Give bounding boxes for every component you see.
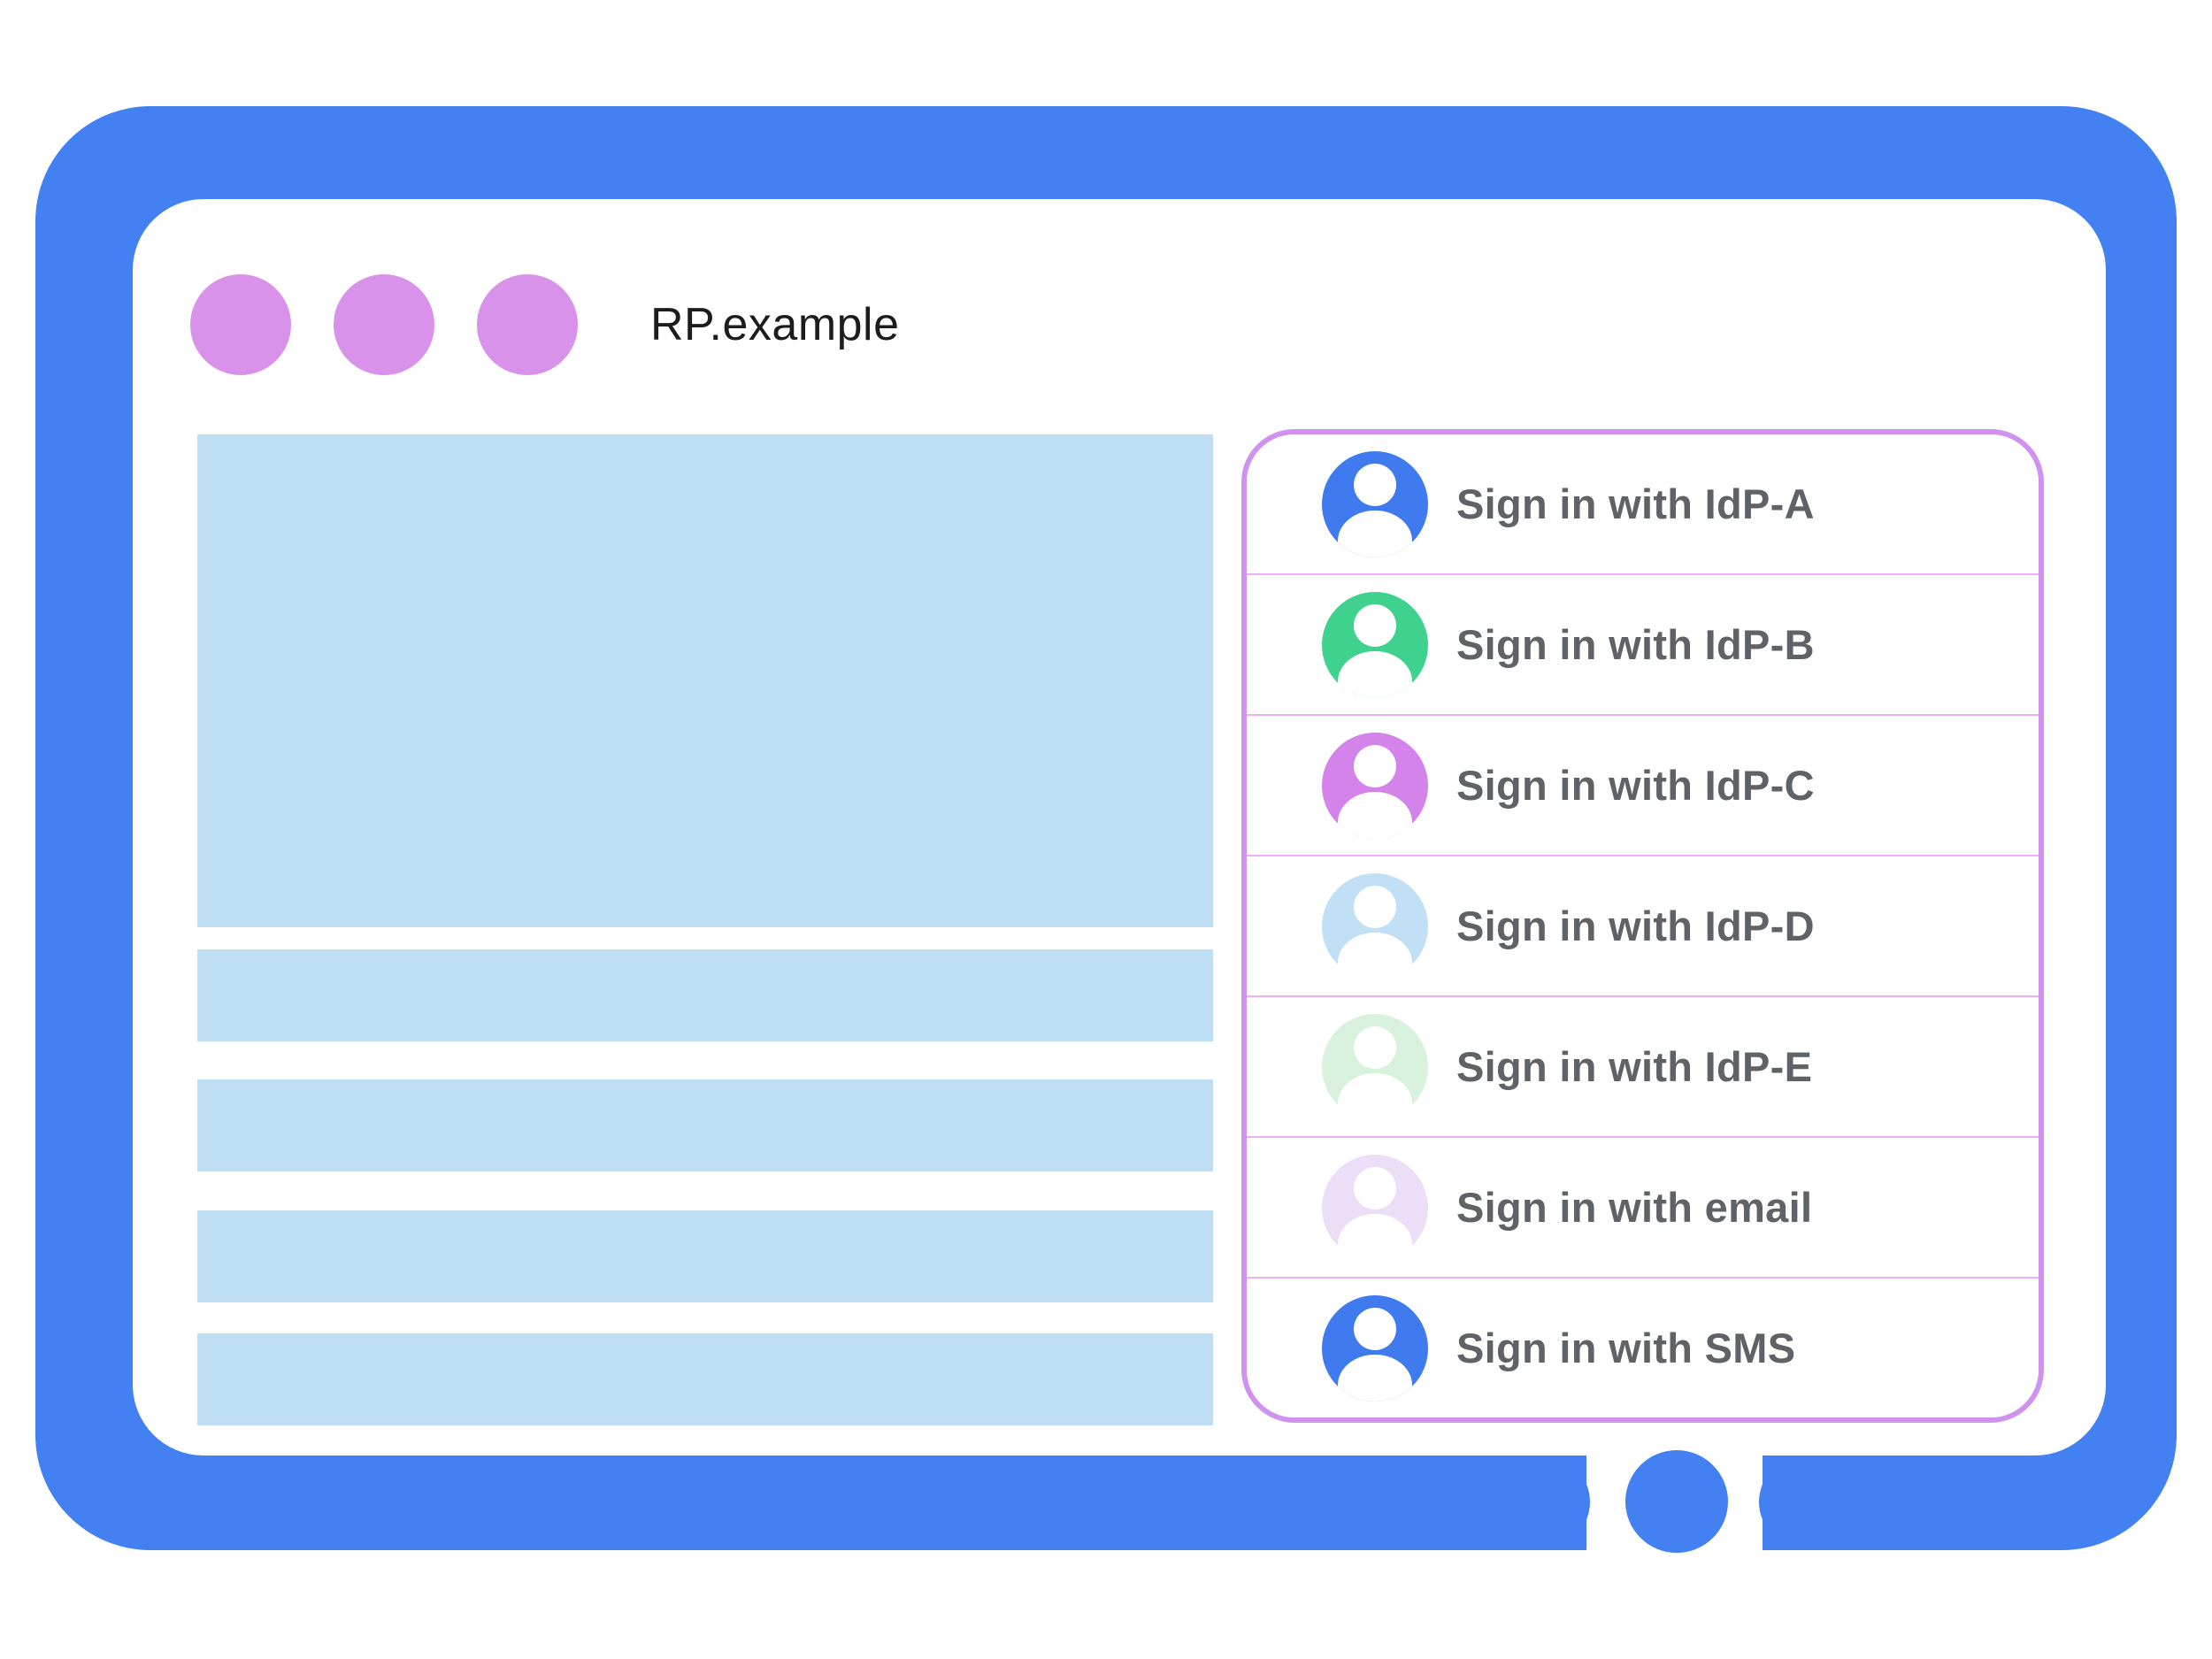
content-placeholder-hero xyxy=(197,434,1213,927)
person-icon xyxy=(1322,450,1428,557)
signin-item-sign-in-with-idp-e[interactable]: Sign in with IdP-E xyxy=(1247,997,2039,1138)
window-control-dot[interactable] xyxy=(334,274,434,375)
person-icon xyxy=(1322,1154,1428,1261)
window-control-dot[interactable] xyxy=(190,274,291,375)
page-title: RP.example xyxy=(650,299,900,350)
signin-item-label: Sign in with IdP-B xyxy=(1456,621,1815,668)
signin-item-sign-in-with-idp-d[interactable]: Sign in with IdP-D xyxy=(1247,856,2039,997)
signin-item-sign-in-with-idp-c[interactable]: Sign in with IdP-C xyxy=(1247,716,2039,856)
signin-item-label: Sign in with IdP-E xyxy=(1456,1043,1813,1090)
content-placeholder-line xyxy=(197,949,1213,1041)
person-icon xyxy=(1322,872,1428,979)
signin-panel: Sign in with IdP-A Sign in with IdP-B Si… xyxy=(1241,429,2044,1423)
window-control-dot[interactable] xyxy=(477,274,578,375)
content-placeholder-line xyxy=(197,1333,1213,1425)
content-placeholder-line xyxy=(197,1079,1213,1171)
person-icon xyxy=(1322,591,1428,698)
browser-window: RP.example Sign in with IdP-A Sign in wi… xyxy=(133,199,2106,1455)
signin-item-label: Sign in with IdP-D xyxy=(1456,902,1815,949)
window-controls: RP.example xyxy=(190,274,900,375)
person-icon xyxy=(1322,1294,1428,1402)
signin-item-label: Sign in with SMS xyxy=(1456,1325,1796,1371)
person-icon xyxy=(1322,732,1428,839)
bottom-bar-left-cap xyxy=(1504,1455,1590,1548)
home-button[interactable] xyxy=(1625,1450,1728,1553)
signin-item-sign-in-with-email[interactable]: Sign in with email xyxy=(1247,1138,2039,1279)
person-icon xyxy=(1322,1013,1428,1120)
device-frame: RP.example Sign in with IdP-A Sign in wi… xyxy=(35,106,2177,1566)
signin-item-label: Sign in with IdP-A xyxy=(1456,480,1815,527)
signin-item-sign-in-with-idp-b[interactable]: Sign in with IdP-B xyxy=(1247,575,2039,716)
signin-item-sign-in-with-idp-a[interactable]: Sign in with IdP-A xyxy=(1247,434,2039,575)
signin-item-sign-in-with-sms[interactable]: Sign in with SMS xyxy=(1247,1279,2039,1417)
bottom-bar-right-cap xyxy=(1759,1455,1845,1548)
content-placeholder-line xyxy=(197,1210,1213,1302)
signin-item-label: Sign in with email xyxy=(1456,1184,1813,1231)
signin-item-label: Sign in with IdP-C xyxy=(1456,762,1815,809)
